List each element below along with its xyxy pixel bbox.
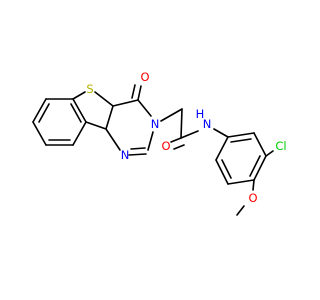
bond [215,159,229,185]
bond [160,108,183,122]
pyrimidinone-ring [105,84,154,156]
benzo-ring [32,98,87,146]
chlorine-bond [265,150,274,157]
atom-labels: S O N N O N H Cl O [86,70,286,205]
amide-carbonyl-bond [170,137,182,143]
thiophene-ring [72,91,114,130]
bond [137,99,152,117]
background [0,0,300,300]
structure-svg: S O N N O N H Cl O [0,0,300,300]
bond [227,179,255,185]
double-bond-inner [230,138,252,143]
double-bond-inner [221,159,232,179]
double-bond-inner [130,147,146,150]
ring-nitrogen-lower-label: N [121,148,130,162]
molecule-diagram: S O N N O N H Cl O [0,0,300,300]
bond [72,98,87,123]
bond [253,155,267,181]
bond [72,91,86,100]
bond [85,121,107,130]
double-bond-inner [70,103,82,123]
bond [253,132,267,157]
bond [215,136,229,161]
bond [180,130,199,139]
bond [105,128,121,151]
amide-nitrogen-label: N [203,117,212,131]
bond [213,128,229,138]
bond [112,99,139,107]
double-bond-inner [249,155,261,177]
bond [105,105,114,130]
double-bond-inner [38,103,50,123]
carbonyl-double-bond [131,84,136,99]
chlorine-label: Cl [275,139,286,153]
carbonyl-oxygen-label: O [140,70,149,84]
methoxy-oxygen-label: O [248,191,257,205]
amide-hydrogen-label: H [196,107,205,121]
amide-carbonyl-double-bond [173,144,185,150]
ring-nitrogen-upper-label: N [151,117,160,131]
sulfur-label: S [86,82,93,96]
bond [227,132,255,138]
amide-oxygen-label: O [161,139,170,153]
bond [72,121,87,146]
bond [128,153,147,156]
bond [180,108,183,139]
bond [147,131,154,151]
bond [32,98,47,123]
methyl-bond [236,205,245,216]
methoxy-bond [252,179,255,191]
bond [94,91,114,107]
carbonyl-bond [137,85,142,101]
bond [32,121,47,146]
acetamide-linker [160,108,229,150]
chloro-methoxy-phenyl-ring [215,132,274,216]
